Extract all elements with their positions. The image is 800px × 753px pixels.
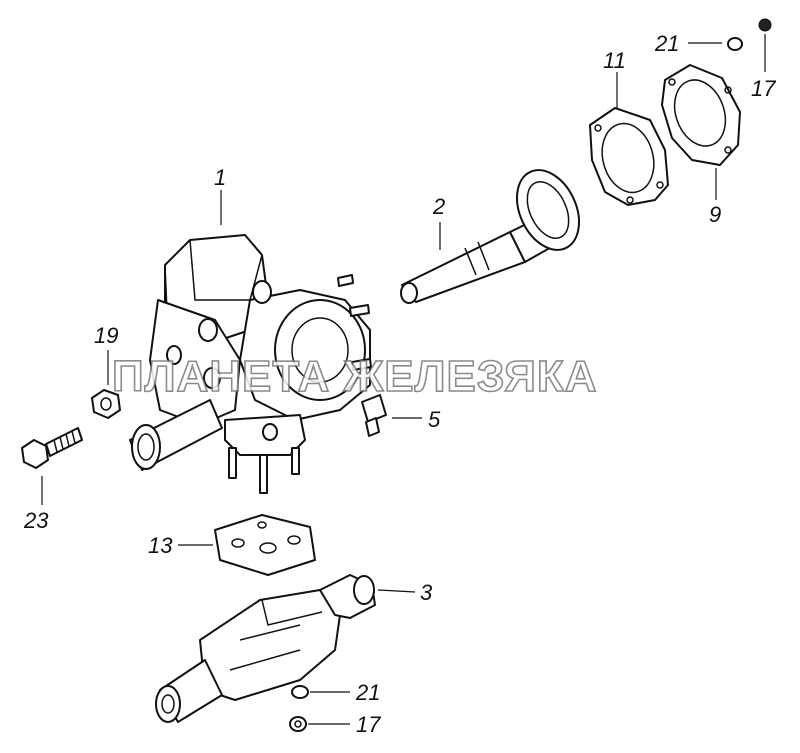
leader-lines [41, 34, 766, 725]
part-11-gasket [589, 107, 669, 206]
callout-17-top: 17 [751, 76, 776, 101]
watermark: ПЛАНЕТА ЖЕЛЕЗЯКА [112, 352, 598, 401]
callout-2: 2 [432, 194, 445, 219]
part-21-washer-top [727, 37, 743, 51]
callout-3: 3 [420, 580, 433, 605]
callout-11: 11 [603, 48, 626, 73]
part-9-cover [661, 64, 741, 166]
callout-17-bottom: 17 [356, 712, 381, 737]
callout-19: 19 [94, 323, 118, 348]
callout-21-bottom: 21 [355, 680, 380, 705]
part-5-fitting [361, 394, 387, 437]
part-13-gasket [214, 514, 316, 576]
callout-23: 23 [23, 508, 49, 533]
callout-1: 1 [214, 165, 226, 190]
part-21-washer-bottom [291, 685, 309, 699]
callout-21-top: 21 [654, 31, 679, 56]
callout-labels: 1 2 3 5 9 11 13 17 17 19 21 21 23 [23, 31, 776, 737]
part-19-nut [91, 389, 121, 419]
callout-5: 5 [428, 407, 441, 432]
part-1-valve-housing [129, 234, 372, 494]
part-2-shaft [400, 169, 580, 304]
part-17-nut-bottom [289, 716, 307, 732]
callout-13: 13 [148, 533, 173, 558]
part-17-nut-top [758, 18, 772, 32]
part-23-bolt [21, 427, 83, 469]
callout-9: 9 [709, 202, 721, 227]
part-3-valve-body [155, 574, 376, 723]
